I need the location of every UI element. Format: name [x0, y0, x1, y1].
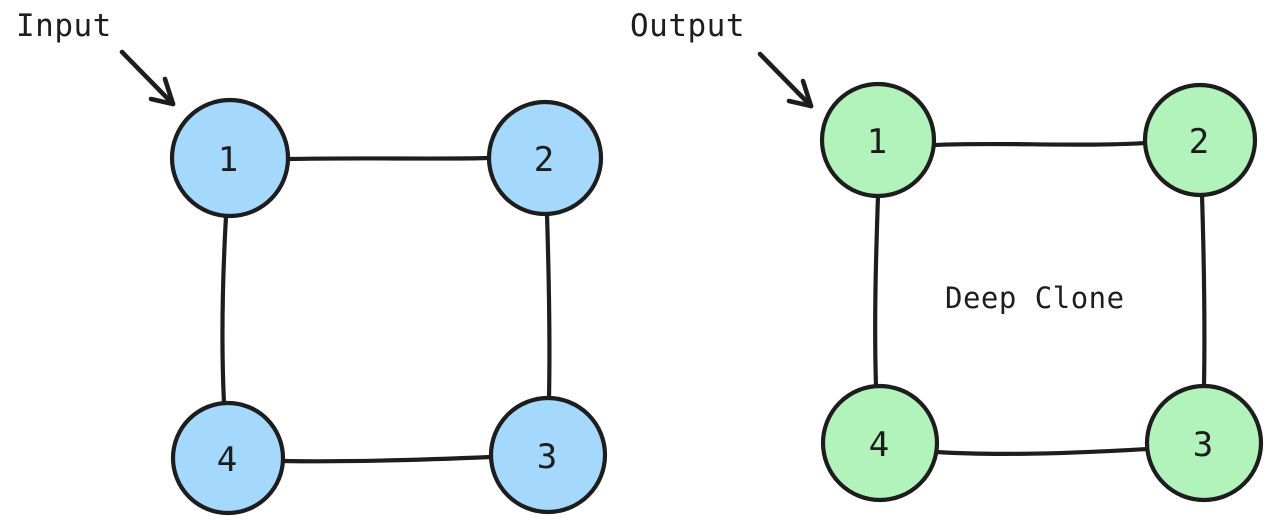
node-label-4: 4 — [217, 440, 237, 480]
output-graph-nodes: 1 2 3 4 — [819, 81, 1264, 503]
edge-4-to-1 — [220, 213, 229, 406]
node-label-2: 2 — [534, 140, 554, 180]
node-output-3[interactable]: 3 — [1144, 383, 1264, 503]
node-output-2[interactable]: 2 — [1142, 82, 1258, 198]
input-graph-edges — [220, 155, 552, 464]
input-annotation: Input — [16, 8, 176, 107]
edge-out-3-to-4 — [934, 446, 1150, 456]
edge-out-2-to-3 — [1199, 192, 1207, 389]
input-graph-nodes: 1 2 3 4 — [169, 97, 608, 516]
edge-3-to-4 — [280, 454, 494, 464]
node-label-1: 1 — [218, 140, 238, 180]
node-circle-out-1[interactable] — [819, 81, 937, 199]
node-label-out-4: 4 — [869, 425, 889, 465]
deep-clone-label: Deep Clone — [945, 281, 1125, 315]
node-input-2[interactable]: 2 — [486, 99, 604, 217]
node-output-4[interactable]: 4 — [820, 383, 940, 503]
edge-2-to-3 — [544, 211, 552, 401]
node-circle-out-2[interactable] — [1142, 82, 1258, 198]
edge-out-4-to-1 — [873, 193, 881, 390]
node-label-out-1: 1 — [867, 122, 887, 162]
node-circle-out-4[interactable] — [820, 383, 940, 503]
output-graph: 1 2 3 4 Deep Clone — [819, 81, 1264, 503]
node-input-1[interactable]: 1 — [169, 97, 291, 219]
node-circle-1[interactable] — [169, 97, 291, 219]
node-output-1[interactable]: 1 — [819, 81, 937, 199]
input-graph: 1 2 3 4 — [169, 97, 608, 516]
node-circle-3[interactable] — [488, 395, 608, 515]
node-circle-out-3[interactable] — [1144, 383, 1264, 503]
node-circle-4[interactable] — [170, 400, 286, 516]
node-input-3[interactable]: 3 — [488, 395, 608, 515]
node-label-out-2: 2 — [1189, 122, 1209, 162]
node-input-4[interactable]: 4 — [170, 400, 286, 516]
node-label-3: 3 — [537, 437, 557, 477]
node-label-out-3: 3 — [1193, 425, 1213, 465]
input-arrow-icon — [119, 49, 176, 107]
output-label: Output — [630, 8, 745, 44]
edge-1-to-2 — [285, 155, 492, 162]
output-annotation: Output — [630, 8, 814, 109]
output-graph-edges — [873, 140, 1207, 456]
node-circle-2[interactable] — [486, 99, 604, 217]
output-arrow-icon — [757, 51, 814, 109]
edge-out-1-to-2 — [931, 140, 1148, 148]
input-label: Input — [16, 8, 112, 44]
